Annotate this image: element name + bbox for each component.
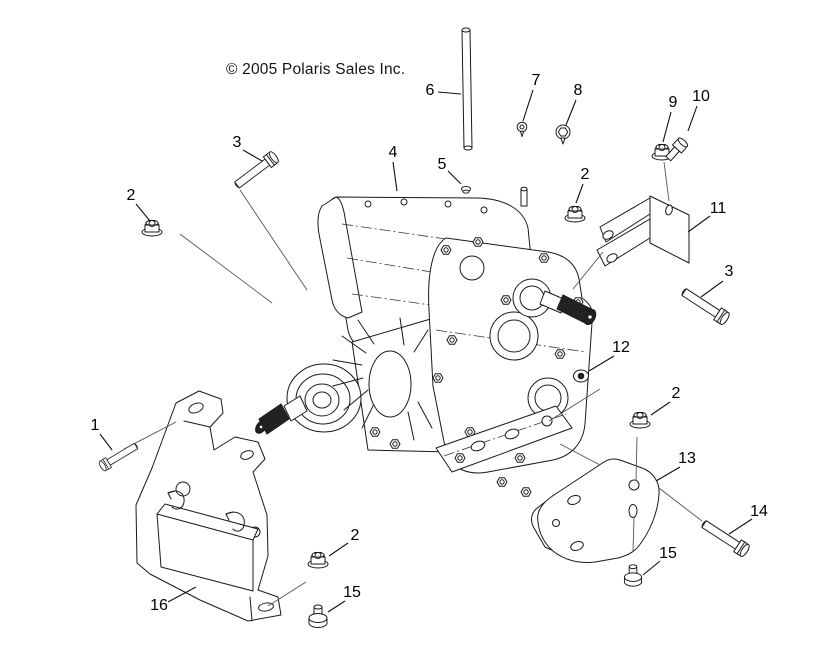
callout-2: 2: [126, 187, 136, 204]
screw-7: [516, 121, 528, 137]
plug-5: [461, 186, 471, 194]
callout-8: 8: [573, 82, 583, 99]
bolt-1: [97, 440, 140, 473]
callout-5: 5: [437, 156, 447, 173]
leader-line-14: [728, 518, 753, 535]
bracket-16: [135, 390, 282, 622]
screw-8: [555, 124, 571, 145]
callout-leader-layer: [99, 89, 753, 613]
flange-nut-2-top: [564, 205, 586, 223]
leader-line-4: [392, 161, 398, 192]
bumper-15-right: [623, 564, 643, 587]
callout-16: 16: [150, 597, 168, 614]
leader-line-6: [437, 91, 462, 95]
bumper-15-bottom: [308, 604, 328, 628]
assembly-line: [632, 516, 635, 553]
callout-13: 13: [678, 450, 696, 467]
assembly-line: [663, 161, 670, 202]
flange-nut-2-right: [629, 411, 651, 429]
callout-4: 4: [388, 144, 398, 161]
leader-line-2: [328, 542, 349, 557]
leader-line-8: [565, 99, 577, 126]
callout-1: 1: [90, 417, 100, 434]
callout-7: 7: [531, 72, 541, 89]
callout-15: 15: [659, 545, 677, 562]
assembly-line: [123, 421, 177, 450]
bolt-14: [698, 517, 752, 559]
assembly-line: [559, 443, 601, 466]
callout-14: 14: [750, 503, 768, 520]
output-shaft-left: [255, 395, 308, 435]
bolt-3-right: [678, 285, 732, 327]
gearcase-mount-bar: [435, 405, 573, 473]
bracket-11: [596, 195, 690, 267]
leader-line-15: [642, 560, 661, 576]
assembly-line: [635, 436, 638, 482]
assembly-line: [658, 487, 703, 522]
callout-12: 12: [612, 339, 630, 356]
mounting-rod: [461, 27, 473, 151]
flange-nut-2-left: [141, 219, 163, 237]
callout-15: 15: [343, 584, 361, 601]
leader-line-5: [447, 170, 462, 185]
assembly-line-layer: [123, 161, 703, 607]
gearcase-end-cap: [317, 196, 363, 319]
leader-line-2: [135, 203, 151, 222]
callout-6: 6: [425, 82, 435, 99]
breather-pin: [520, 188, 528, 207]
leader-line-2: [650, 401, 671, 416]
callout-9: 9: [668, 94, 678, 111]
callout-11: 11: [709, 200, 727, 217]
flange-nut-2-bottom: [307, 551, 329, 569]
leader-line-9: [662, 111, 672, 143]
callout-2: 2: [350, 527, 360, 544]
leader-line-16: [167, 586, 197, 603]
callout-2: 2: [671, 385, 681, 402]
assembly-line: [548, 388, 601, 422]
bracket-13: [531, 458, 660, 563]
leader-line-12: [588, 355, 615, 372]
leader-line-15: [327, 600, 346, 613]
assembly-line: [572, 251, 604, 290]
leader-line-10: [687, 105, 698, 132]
leader-line-2: [575, 183, 584, 204]
routing-arrow: [225, 511, 245, 532]
callout-3: 3: [724, 263, 734, 280]
callout-2: 2: [580, 166, 590, 183]
plug-12: [573, 369, 589, 383]
assembly-line: [267, 581, 307, 607]
callout-3: 3: [232, 134, 242, 151]
gearcase-assembly: [255, 186, 597, 497]
assembly-line: [179, 233, 273, 304]
leader-line-7: [522, 89, 534, 122]
leader-line-3: [242, 149, 263, 162]
leader-line-1: [99, 433, 113, 451]
bolt-3-left: [231, 149, 281, 192]
leader-line-11: [687, 215, 711, 233]
output-shaft-right: [512, 278, 597, 325]
routing-arrow: [167, 490, 185, 510]
copyright-text: © 2005 Polaris Sales Inc.: [226, 61, 406, 78]
leader-line-3: [700, 280, 724, 298]
leader-line-13: [655, 466, 681, 482]
callout-10: 10: [692, 88, 710, 105]
assembly-line: [239, 189, 308, 291]
